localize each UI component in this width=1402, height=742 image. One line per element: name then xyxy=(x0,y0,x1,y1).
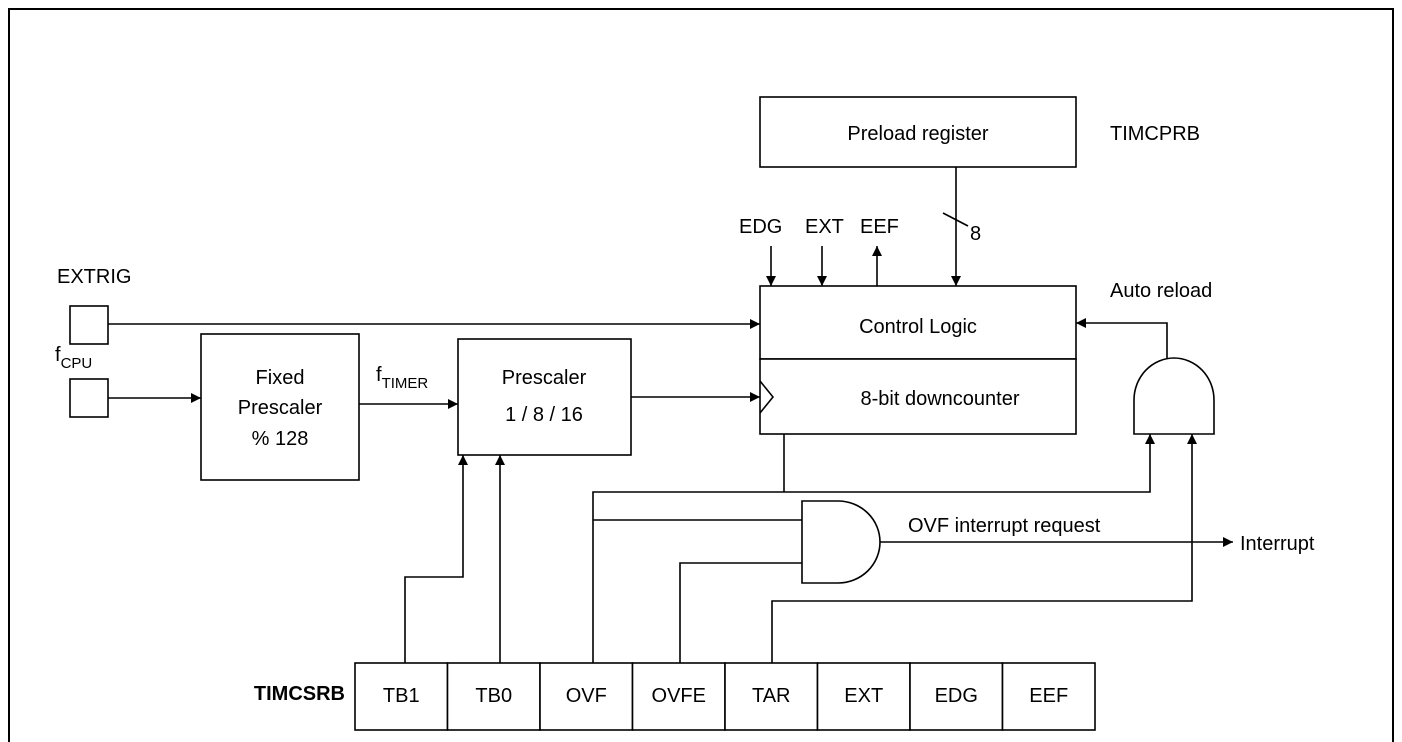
control-logic-label: Control Logic xyxy=(859,316,977,338)
register-cell-eef xyxy=(1001,662,1096,731)
preload-register-label: Preload register xyxy=(847,123,989,145)
downcounter-box xyxy=(759,358,1077,435)
extrig-label: EXTRIG xyxy=(57,266,131,288)
fixed-prescaler-box xyxy=(200,333,360,481)
clock-input-icon xyxy=(759,380,775,414)
ftimer-label: fTIMER xyxy=(376,364,428,392)
register-bit-label: TB1 xyxy=(383,685,420,707)
register-bit-label: OVFE xyxy=(652,685,706,707)
register-bit-label: TAR xyxy=(752,685,791,707)
fixed-prescaler-line1: Fixed xyxy=(256,367,305,389)
bus-slash xyxy=(942,212,969,227)
register-bit-label: TB0 xyxy=(475,685,512,707)
timcsrb-register: TB1 TB0 OVF OVFE TAR EXT EDG EEF xyxy=(354,662,1096,731)
interrupt-label: Interrupt xyxy=(1240,533,1315,555)
timcprb-label: TIMCPRB xyxy=(1110,123,1200,145)
register-name-label: TIMCSRB xyxy=(254,683,345,705)
frame-border xyxy=(8,8,1394,742)
register-cell-tb0 xyxy=(446,662,541,731)
register-bit-label: OVF xyxy=(566,685,607,707)
prescaler-line2: 1 / 8 / 16 xyxy=(505,404,583,426)
fcpu-label: fCPU xyxy=(55,344,92,372)
fcpu-pin xyxy=(69,378,109,418)
tb1-to-prescaler-line xyxy=(404,455,468,663)
extrig-pin xyxy=(69,305,109,345)
fixed-prescaler-line2: Prescaler xyxy=(238,397,323,419)
register-cell-tar xyxy=(724,662,819,731)
edg-label: EDG xyxy=(739,216,782,238)
register-bit-label: EDG xyxy=(935,685,978,707)
register-bit-label: EEF xyxy=(1029,685,1068,707)
auto-reload-label: Auto reload xyxy=(1110,280,1212,302)
overflow-to-autoreload-line xyxy=(592,434,1155,663)
ovfe-to-gate-line xyxy=(679,562,802,663)
register-cell-edg xyxy=(909,662,1004,731)
ovf-and-gate xyxy=(801,500,881,584)
ext-label: EXT xyxy=(805,216,844,238)
tar-to-autoreload-line xyxy=(771,434,1197,663)
register-cell-ovfe xyxy=(631,662,726,731)
eef-label: EEF xyxy=(860,216,899,238)
autoreload-feedback-line xyxy=(1076,318,1168,358)
register-cell-ovf xyxy=(539,662,634,731)
downcounter-label: 8-bit downcounter xyxy=(861,388,1020,410)
prescaler-box xyxy=(457,338,632,456)
ovf-interrupt-request-label: OVF interrupt request xyxy=(908,515,1101,537)
register-bit-label: EXT xyxy=(844,685,883,707)
register-cell-ext xyxy=(816,662,911,731)
bus-width-label: 8 xyxy=(970,223,981,245)
fixed-prescaler-line3: % 128 xyxy=(252,428,309,450)
auto-reload-and-gate xyxy=(1133,357,1215,435)
preload-register-box xyxy=(759,96,1077,168)
prescaler-line1: Prescaler xyxy=(502,367,587,389)
